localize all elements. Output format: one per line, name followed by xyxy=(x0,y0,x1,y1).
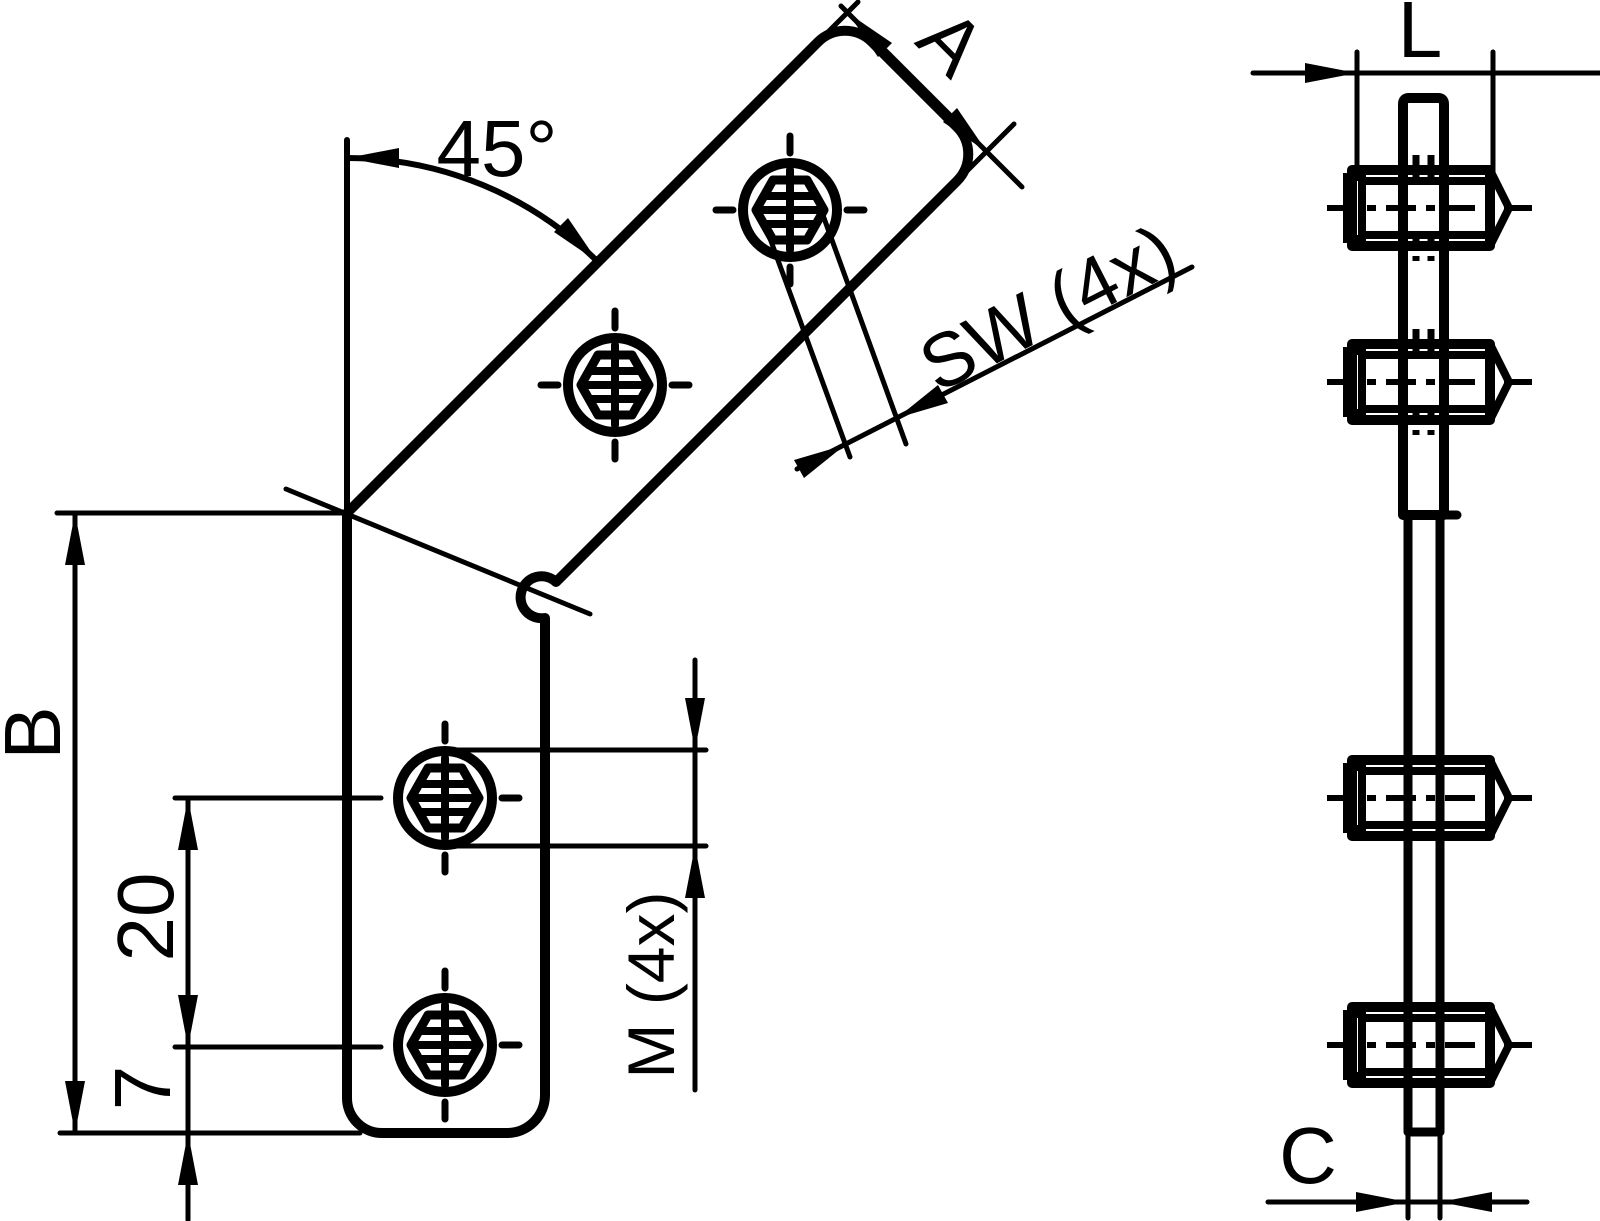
dimension-20: 20 xyxy=(101,795,384,1221)
arrowhead xyxy=(943,108,987,152)
socket-screw-front-1 xyxy=(712,136,864,284)
thread-m-label: M (4x) xyxy=(614,892,688,1079)
length-l-label: L xyxy=(1398,0,1443,74)
arrowhead xyxy=(794,445,845,478)
angle-label: 45° xyxy=(437,104,558,193)
side-view: L C xyxy=(1250,0,1600,1221)
bend-line xyxy=(283,486,593,617)
socket-screw-front-3 xyxy=(398,724,519,872)
dimension-angle-45: 45° xyxy=(344,104,601,516)
dimension-line xyxy=(794,264,1195,472)
dimension-b: B xyxy=(0,510,363,1136)
arrowhead xyxy=(65,1081,85,1133)
plate-upper-band xyxy=(1398,93,1449,520)
dimension-c: C xyxy=(1265,1111,1530,1221)
arrowhead xyxy=(897,385,948,418)
arrowhead xyxy=(347,148,399,168)
height-b-label: B xyxy=(0,706,77,759)
arrowhead xyxy=(554,218,598,262)
arrowhead xyxy=(178,995,198,1047)
front-view: 45° A SW (4x) B xyxy=(0,0,1195,1221)
offset-7-label: 7 xyxy=(98,1066,187,1111)
set-screw-side-2 xyxy=(1327,329,1532,435)
arrowhead xyxy=(1440,1192,1492,1212)
spacing-20-label: 20 xyxy=(101,873,190,962)
set-screw-side-3 xyxy=(1327,760,1532,836)
extension-line xyxy=(813,193,909,447)
arrowhead xyxy=(1356,1192,1408,1212)
dimension-l: L xyxy=(1250,0,1600,175)
arrowhead xyxy=(685,846,705,898)
arrowhead xyxy=(65,513,85,565)
socket-sw-label: SW (4x) xyxy=(907,208,1190,408)
dimension-7: 7 xyxy=(98,1066,198,1185)
arrowhead xyxy=(178,1133,198,1185)
arrowhead xyxy=(178,798,198,850)
extension-line xyxy=(949,121,1017,189)
set-screw-side-1 xyxy=(1327,155,1532,261)
socket-screw-front-4 xyxy=(398,971,519,1119)
arrowhead xyxy=(848,13,892,57)
thickness-c-label: C xyxy=(1279,1111,1337,1200)
socket-screw-front-2 xyxy=(537,311,689,459)
arrowhead xyxy=(1305,63,1357,83)
dimension-a: A xyxy=(797,0,1025,190)
set-screw-side-4 xyxy=(1327,1007,1532,1083)
arrowhead xyxy=(685,698,705,750)
dimension-m: M (4x) xyxy=(447,657,709,1093)
plate-edge-profile xyxy=(1398,93,1462,1137)
extension-line xyxy=(761,219,853,460)
